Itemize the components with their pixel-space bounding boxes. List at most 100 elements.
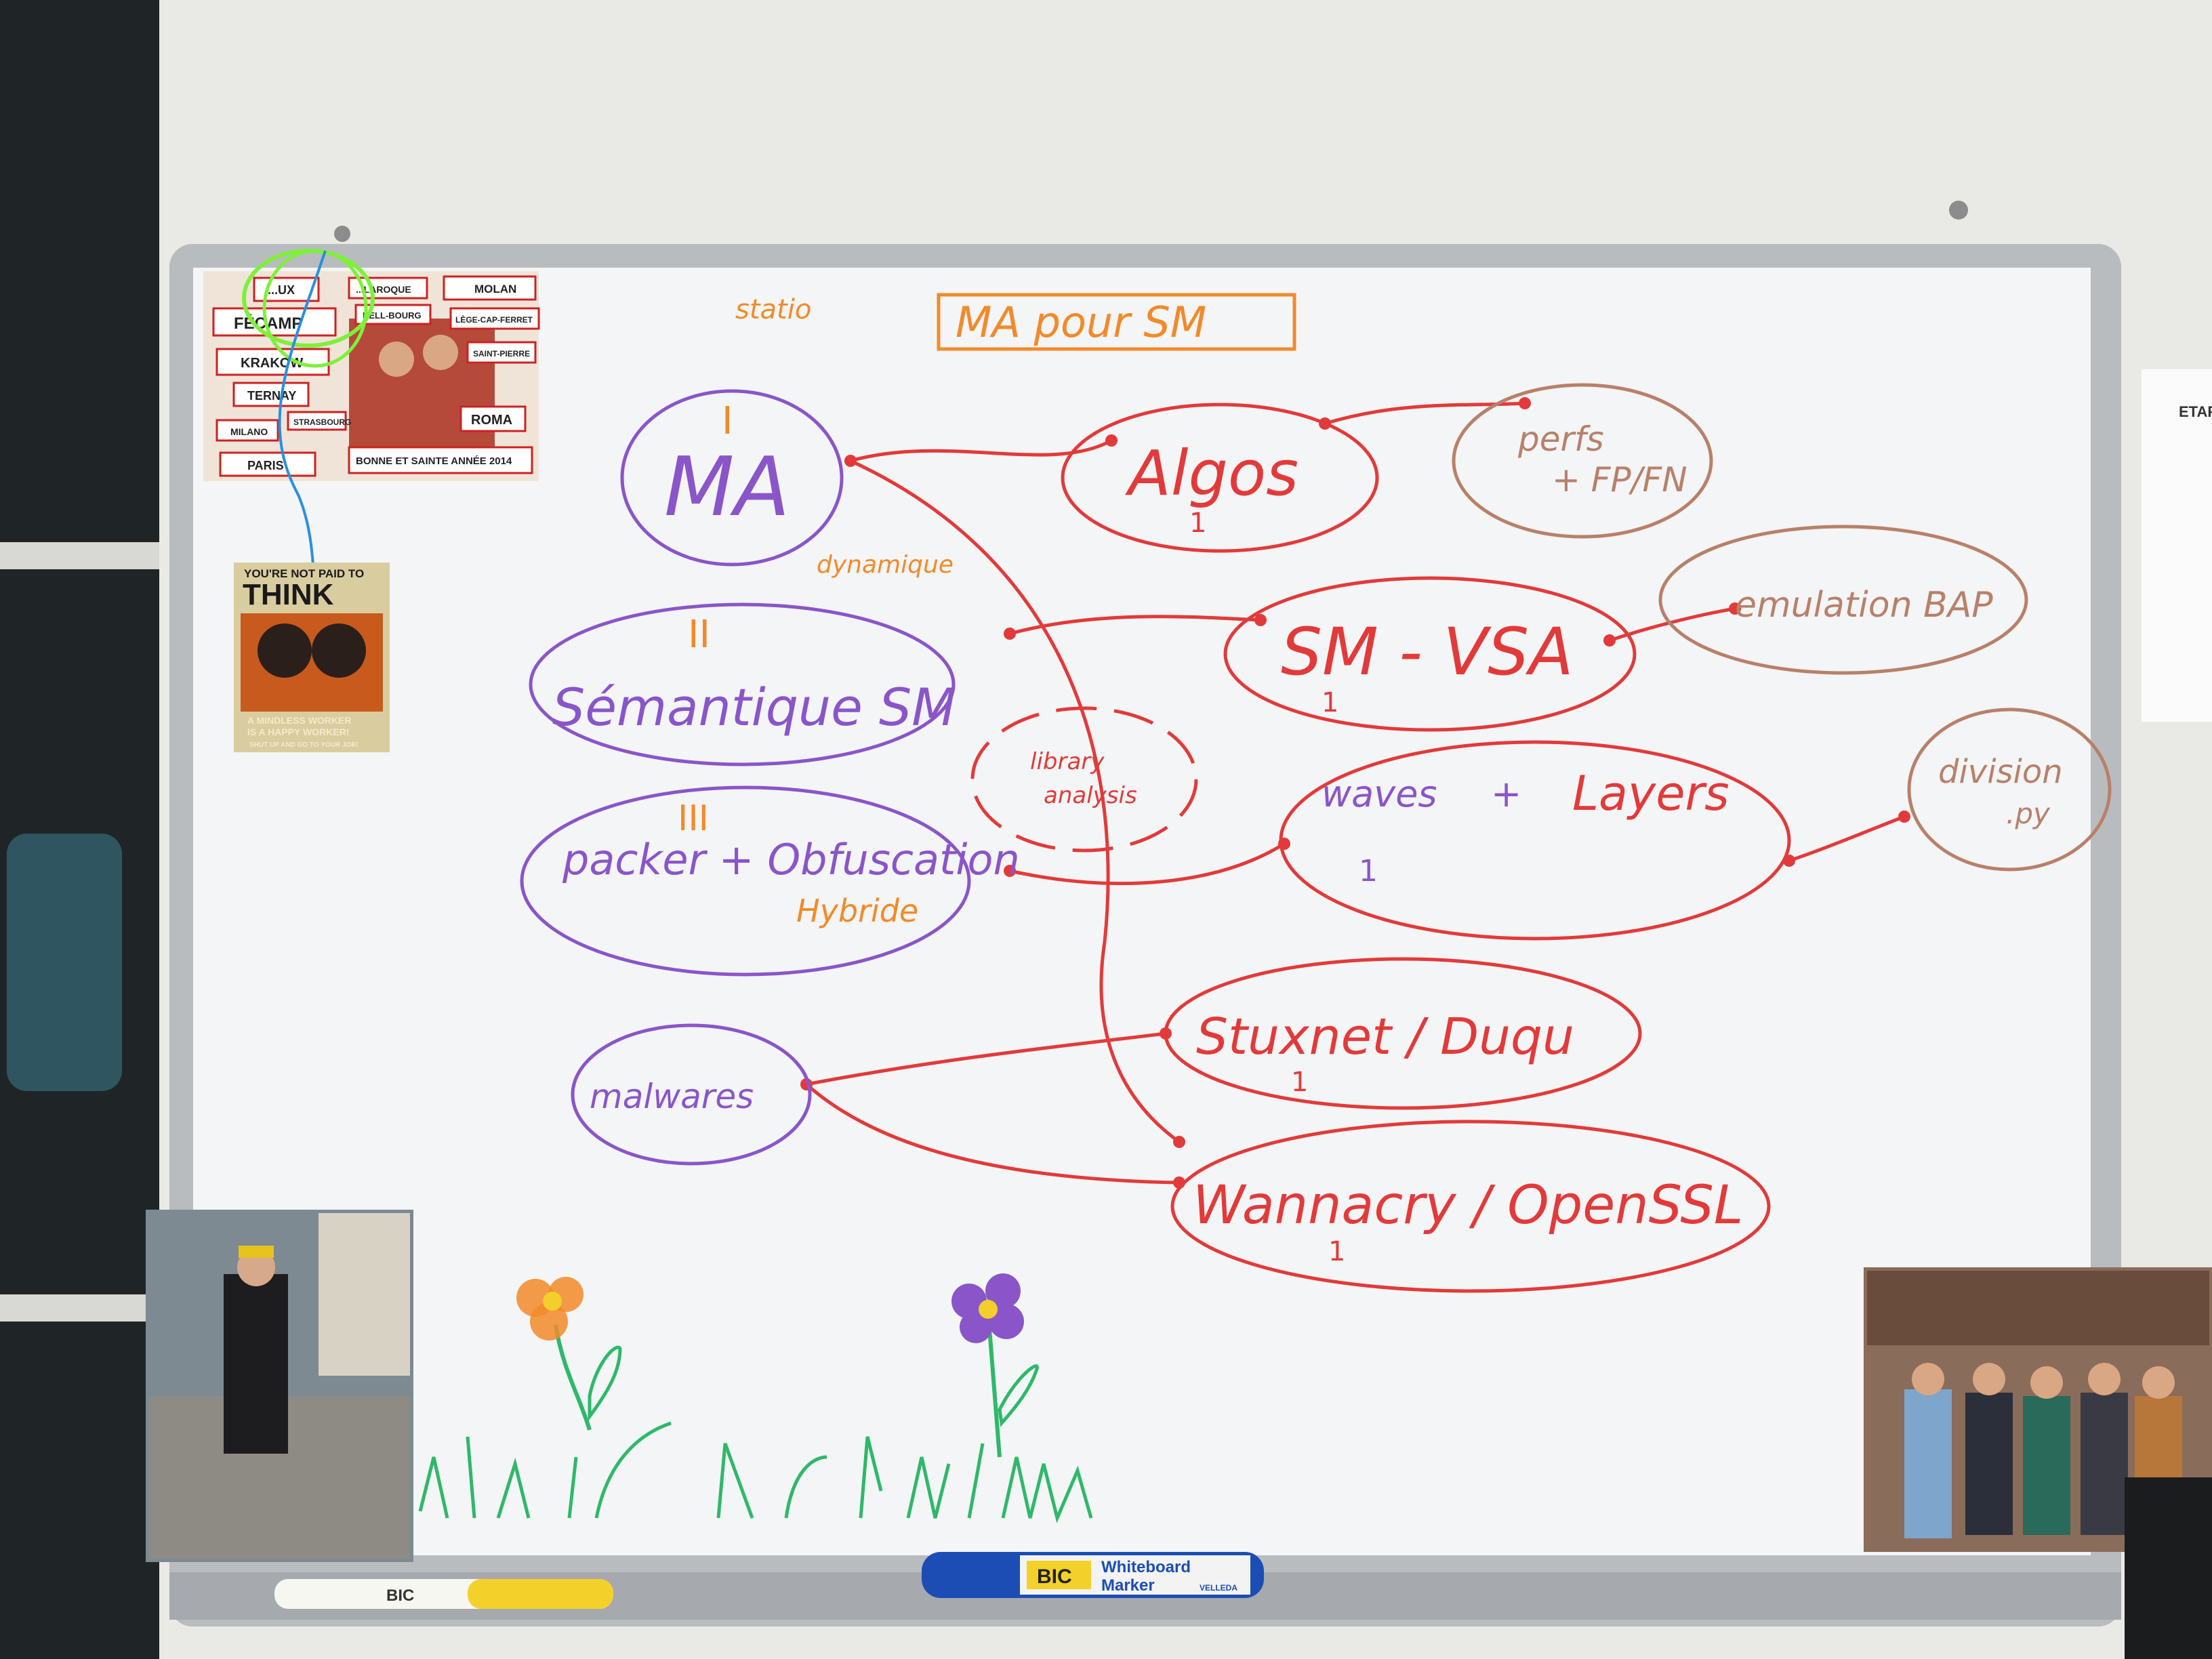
poster-top: YOU'RE NOT PAID TO bbox=[244, 567, 364, 580]
flower-stem bbox=[554, 1324, 592, 1431]
greeting-strip bbox=[348, 446, 533, 474]
city-tag-label: PARIS bbox=[247, 459, 284, 472]
green-string-loop bbox=[262, 249, 368, 368]
node-packer-note: Hybride bbox=[796, 893, 918, 929]
side-sheet bbox=[2142, 369, 2212, 722]
flower-petal bbox=[985, 1273, 1021, 1309]
city-tag-label: TERNAY bbox=[247, 389, 296, 403]
photo-person bbox=[2081, 1393, 2128, 1535]
node-wannacry-label: Wannacry / OpenSSL bbox=[1193, 1175, 1743, 1236]
node-wannacry-ellipse bbox=[1170, 1120, 1771, 1293]
city-tag-label: KELL-BOURG bbox=[363, 310, 422, 321]
node-algos-label: Algos bbox=[1125, 437, 1298, 510]
node-division-label-1: division bbox=[1938, 753, 2063, 791]
flower-leaf bbox=[998, 1364, 1039, 1427]
connector bbox=[1324, 401, 1525, 426]
node-perfs-label-2: + FP/FN bbox=[1552, 460, 1687, 499]
connector-dot bbox=[1603, 634, 1616, 647]
city-tag bbox=[219, 451, 316, 477]
connector-dot bbox=[844, 455, 857, 467]
connector bbox=[1788, 815, 1905, 863]
connector bbox=[806, 1031, 1166, 1086]
node-library-label-1: library bbox=[1030, 748, 1105, 775]
board-title: MA pour SM bbox=[956, 298, 1206, 347]
node-waves-label-c: Layers bbox=[1572, 766, 1729, 821]
photo-person bbox=[224, 1274, 288, 1454]
node-packer-roman: III bbox=[678, 798, 709, 839]
flower-doodle bbox=[951, 1273, 1039, 1458]
flower-doodle bbox=[516, 1277, 622, 1431]
node-waves-ellipse bbox=[1279, 740, 1791, 941]
connector-dot bbox=[1004, 865, 1016, 877]
photo-person-head bbox=[2142, 1366, 2175, 1399]
yellow-marker-cap bbox=[468, 1579, 613, 1609]
city-tag bbox=[287, 411, 347, 431]
blue-marker-logo bbox=[1027, 1561, 1091, 1589]
connector-dot bbox=[1519, 397, 1531, 409]
poster-head bbox=[312, 623, 366, 678]
dark-object bbox=[2125, 1477, 2212, 1659]
city-tag bbox=[449, 307, 540, 330]
connector-dot bbox=[1004, 628, 1016, 640]
flower-stem bbox=[987, 1328, 1002, 1458]
node-stuxnet-ellipse bbox=[1164, 957, 1642, 1110]
flower-petal bbox=[530, 1303, 568, 1340]
node-emulation-label: emulation BAP bbox=[1735, 585, 1993, 626]
flower-center bbox=[979, 1300, 998, 1319]
teal-bag bbox=[7, 834, 122, 1091]
city-tag-label: MILANO bbox=[230, 426, 268, 437]
connector-dot bbox=[1729, 602, 1741, 615]
blue-marker-brand: BIC bbox=[1037, 1565, 1072, 1588]
city-tag bbox=[232, 382, 310, 407]
grass-doodle bbox=[418, 1421, 1093, 1523]
connector-dots bbox=[800, 397, 1910, 1189]
blue-marker-line-1: Whiteboard bbox=[1101, 1558, 1191, 1576]
connector bbox=[1009, 842, 1286, 886]
node-smvsa-ellipse bbox=[1223, 576, 1637, 732]
photo-person bbox=[1904, 1389, 1952, 1538]
photo-person-head bbox=[2030, 1366, 2063, 1399]
poster-bottom-1: A MINDLESS WORKER bbox=[247, 715, 351, 726]
postcard-greeting: BONNE ET SAINTE ANNÉE 2014 bbox=[356, 455, 512, 467]
node-stuxnet-mark: 1 bbox=[1291, 1067, 1308, 1098]
blue-marker: BIC Whiteboard Marker VELLEDA bbox=[922, 1552, 1264, 1598]
node-semantique-ellipse bbox=[529, 602, 956, 766]
board-title-box bbox=[937, 293, 1296, 351]
flower-leaf bbox=[588, 1345, 622, 1422]
connector-dot bbox=[1105, 434, 1118, 447]
city-tag-label: SAINT-PIERRE bbox=[473, 349, 530, 359]
node-ma-note: statio bbox=[735, 294, 811, 325]
node-library-label-2: analysis bbox=[1044, 782, 1137, 809]
city-tag bbox=[216, 419, 279, 442]
node-semantique-note: dynamique bbox=[817, 551, 954, 579]
node-ma-roman: I bbox=[722, 399, 733, 443]
flower-petal bbox=[951, 1284, 987, 1319]
node-semantique-roman: II bbox=[688, 613, 710, 657]
photo-street bbox=[146, 1210, 413, 1562]
node-waves-label-a: waves bbox=[1322, 773, 1437, 815]
node-packer-ellipse bbox=[520, 785, 971, 977]
photo-roof bbox=[1867, 1271, 2209, 1345]
node-division-label-2: .py bbox=[2006, 797, 2051, 830]
blue-marker-sub: VELLEDA bbox=[1200, 1583, 1237, 1593]
photo-person-head bbox=[1973, 1363, 2005, 1395]
photo-person-head bbox=[2088, 1363, 2121, 1395]
node-library-ellipse bbox=[970, 706, 1198, 853]
flower-petal bbox=[960, 1311, 992, 1343]
node-division-ellipse bbox=[1907, 708, 2112, 872]
node-emulation-ellipse bbox=[1658, 525, 2028, 675]
poster-bottom-3: SHUT UP AND GO TO YOUR JOB! bbox=[249, 741, 359, 749]
connector-dot bbox=[1173, 1136, 1185, 1148]
node-waves-mark: 1 bbox=[1359, 854, 1378, 888]
board-surface bbox=[193, 268, 2091, 1555]
node-algos-mark: 1 bbox=[1189, 508, 1206, 539]
city-tag bbox=[216, 348, 330, 376]
node-smvsa-label: SM - VSA bbox=[1281, 614, 1574, 690]
shelf-board bbox=[0, 542, 159, 569]
node-wannacry-mark: 1 bbox=[1328, 1236, 1345, 1267]
node-waves-label-b: + bbox=[1491, 773, 1521, 815]
connector bbox=[850, 438, 1113, 463]
node-packer-label: packer + Obfuscation bbox=[562, 835, 1020, 884]
city-tag-label: LÈGE-CAP-FERRET bbox=[455, 314, 533, 325]
photo-person-hat bbox=[239, 1246, 274, 1258]
